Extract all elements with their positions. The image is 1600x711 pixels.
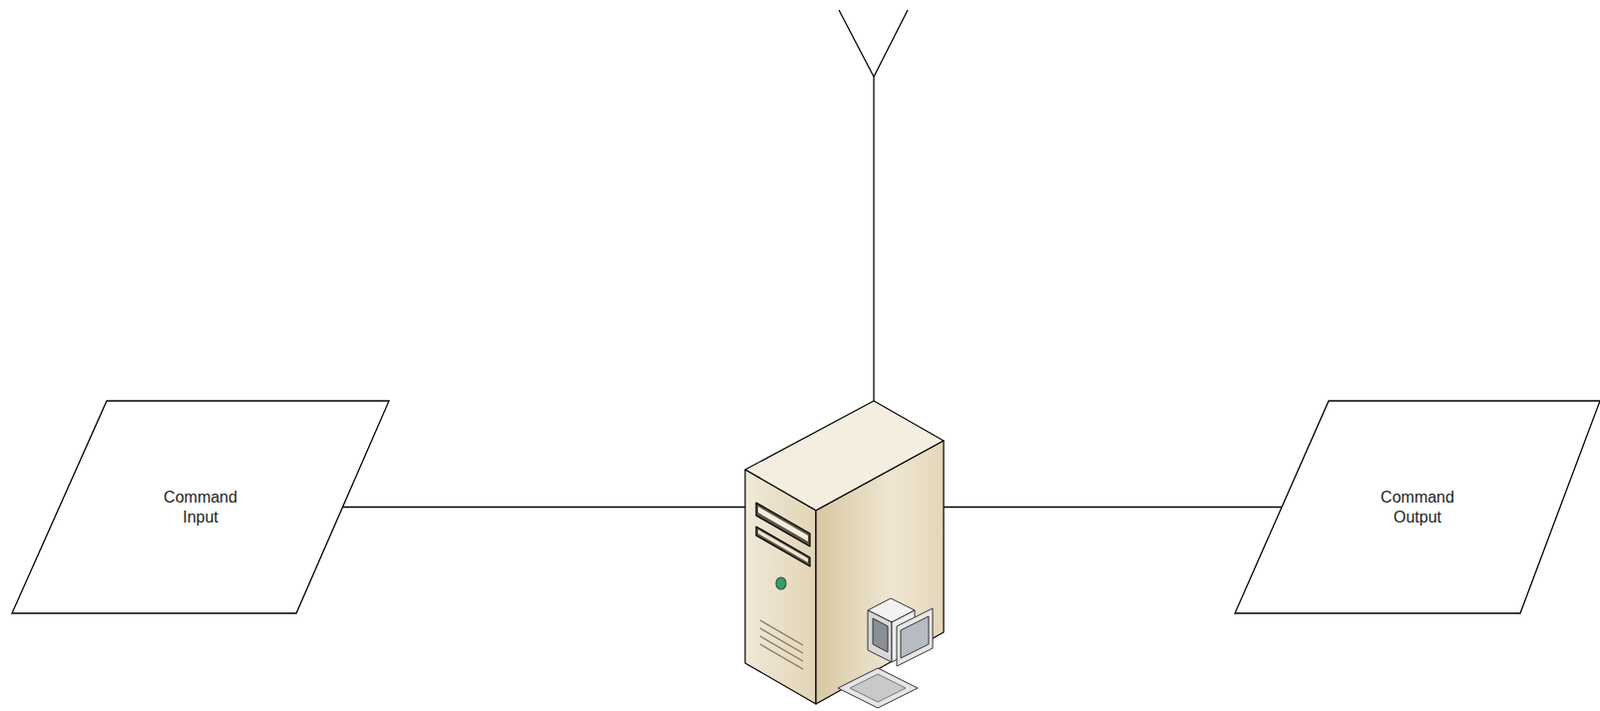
parallelogram-outline [1234,400,1600,614]
io-parallelogram: Command Input [11,400,390,614]
workstation-icon [837,598,933,709]
parallelogram-shape [1234,400,1600,614]
server-tower [745,400,944,705]
node-label: Command Output [1370,487,1466,528]
io-parallelogram: Command Output [1234,400,1600,614]
node-label: Command Input [153,487,249,528]
parallelogram-outline [11,400,390,614]
antenna-symbol [838,9,908,401]
parallelogram-shape [11,400,390,614]
